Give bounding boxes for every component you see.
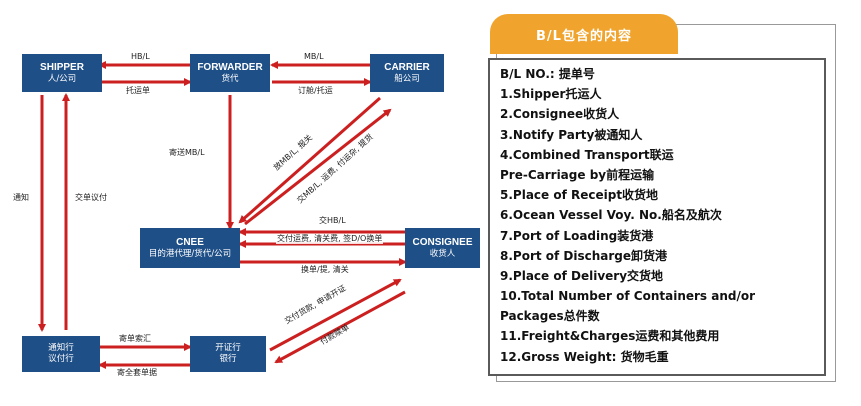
label-submit-docs: 交单议付 <box>75 193 107 202</box>
node-carrier-title: CARRIER <box>384 61 430 73</box>
panel-item: 7.Port of Loading装货港 <box>500 228 654 243</box>
node-notify-bank-title: 通知行 <box>48 343 74 353</box>
panel-item: 5.Place of Receipt收货地 <box>500 188 659 203</box>
node-forwarder-sub: 货代 <box>221 73 239 84</box>
node-shipper: SHIPPER 人/公司 <box>22 54 102 92</box>
label-hbl: HB/L <box>131 52 150 61</box>
label-send-mbl: 寄送MB/L <box>169 148 205 157</box>
label-cnee-top: 交HB/L <box>319 216 346 225</box>
label-bank-bottom: 寄全套单据 <box>117 368 157 377</box>
label-booking: 订舱/托运 <box>298 86 333 95</box>
bl-contents-panel: B/L包含的内容 B/L NO.: 提单号 1.Shipper托运人 2.Con… <box>488 14 838 384</box>
node-carrier-sub: 船公司 <box>394 73 420 84</box>
node-forwarder: FORWARDER 货代 <box>190 54 270 92</box>
label-cnee-bottom: 换单/提, 清关 <box>301 265 349 274</box>
label-notify: 通知 <box>13 193 29 202</box>
panel-item: 3.Notify Party被通知人 <box>500 127 643 142</box>
label-cnee-mid: 交付运费, 清关费, 签D/O换单 <box>276 234 384 244</box>
node-consignee-title: CONSIGNEE <box>412 236 473 248</box>
node-issuing-bank-sub: 银行 <box>219 354 237 364</box>
panel-item: 10.Total Number of Containers and/or <box>500 289 756 304</box>
node-cnee-title: CNEE <box>176 236 204 248</box>
panel-item: 6.Ocean Vessel Voy. No.船名及航次 <box>500 208 722 223</box>
node-carrier: CARRIER 船公司 <box>370 54 444 92</box>
panel-box <box>488 58 826 376</box>
arrow-diag-carrier-2 <box>238 96 381 224</box>
panel-item: B/L NO.: 提单号 <box>500 67 595 81</box>
node-shipper-title: SHIPPER <box>40 61 84 73</box>
flow-arrows <box>38 61 407 369</box>
panel-item: 2.Consignee收货人 <box>500 107 620 122</box>
bl-flow-diagram: SHIPPER 人/公司 FORWARDER 货代 CARRIER 船公司 CN… <box>13 52 480 377</box>
panel-item: 12.Gross Weight: 货物毛重 <box>500 349 669 364</box>
panel-item: 8.Port of Discharge卸货港 <box>500 248 668 263</box>
node-notify-bank: 通知行 议付行 <box>22 336 100 372</box>
panel-item: 11.Freight&Charges运费和其他费用 <box>500 329 720 344</box>
panel-header: B/L包含的内容 <box>490 14 678 54</box>
panel-item: 4.Combined Transport联运 <box>500 147 674 162</box>
node-forwarder-title: FORWARDER <box>197 61 263 73</box>
node-consignee-sub: 收货人 <box>429 248 456 259</box>
node-issuing-bank-title: 开证行 <box>215 343 241 353</box>
panel-item: 1.Shipper托运人 <box>500 87 602 102</box>
node-issuing-bank: 开证行 银行 <box>190 336 266 372</box>
node-cnee-sub: 目的港代理/货代/公司 <box>148 248 232 259</box>
panel-item: 9.Place of Delivery交货地 <box>500 268 664 283</box>
node-notify-bank-sub: 议付行 <box>48 354 74 364</box>
arrow-diag-carrier-1 <box>244 108 392 226</box>
panel-item: Pre-Carriage by前程运输 <box>500 167 655 182</box>
label-consign: 托运单 <box>126 86 150 95</box>
node-cnee: CNEE 目的港代理/货代/公司 <box>140 228 240 268</box>
node-consignee: CONSIGNEE 收货人 <box>405 228 480 268</box>
panel-list: B/L NO.: 提单号 1.Shipper托运人 2.Consignee收货人… <box>500 64 818 367</box>
node-shipper-sub: 人/公司 <box>47 73 77 84</box>
arrow-diag-bank-2 <box>274 290 406 364</box>
panel-item: Packages总件数 <box>500 309 600 324</box>
panel-header-title: B/L包含的内容 <box>536 28 632 44</box>
label-bank-top: 寄单索汇 <box>119 334 151 343</box>
arrow-diag-bank-1 <box>269 278 402 352</box>
label-mbl: MB/L <box>304 52 324 61</box>
